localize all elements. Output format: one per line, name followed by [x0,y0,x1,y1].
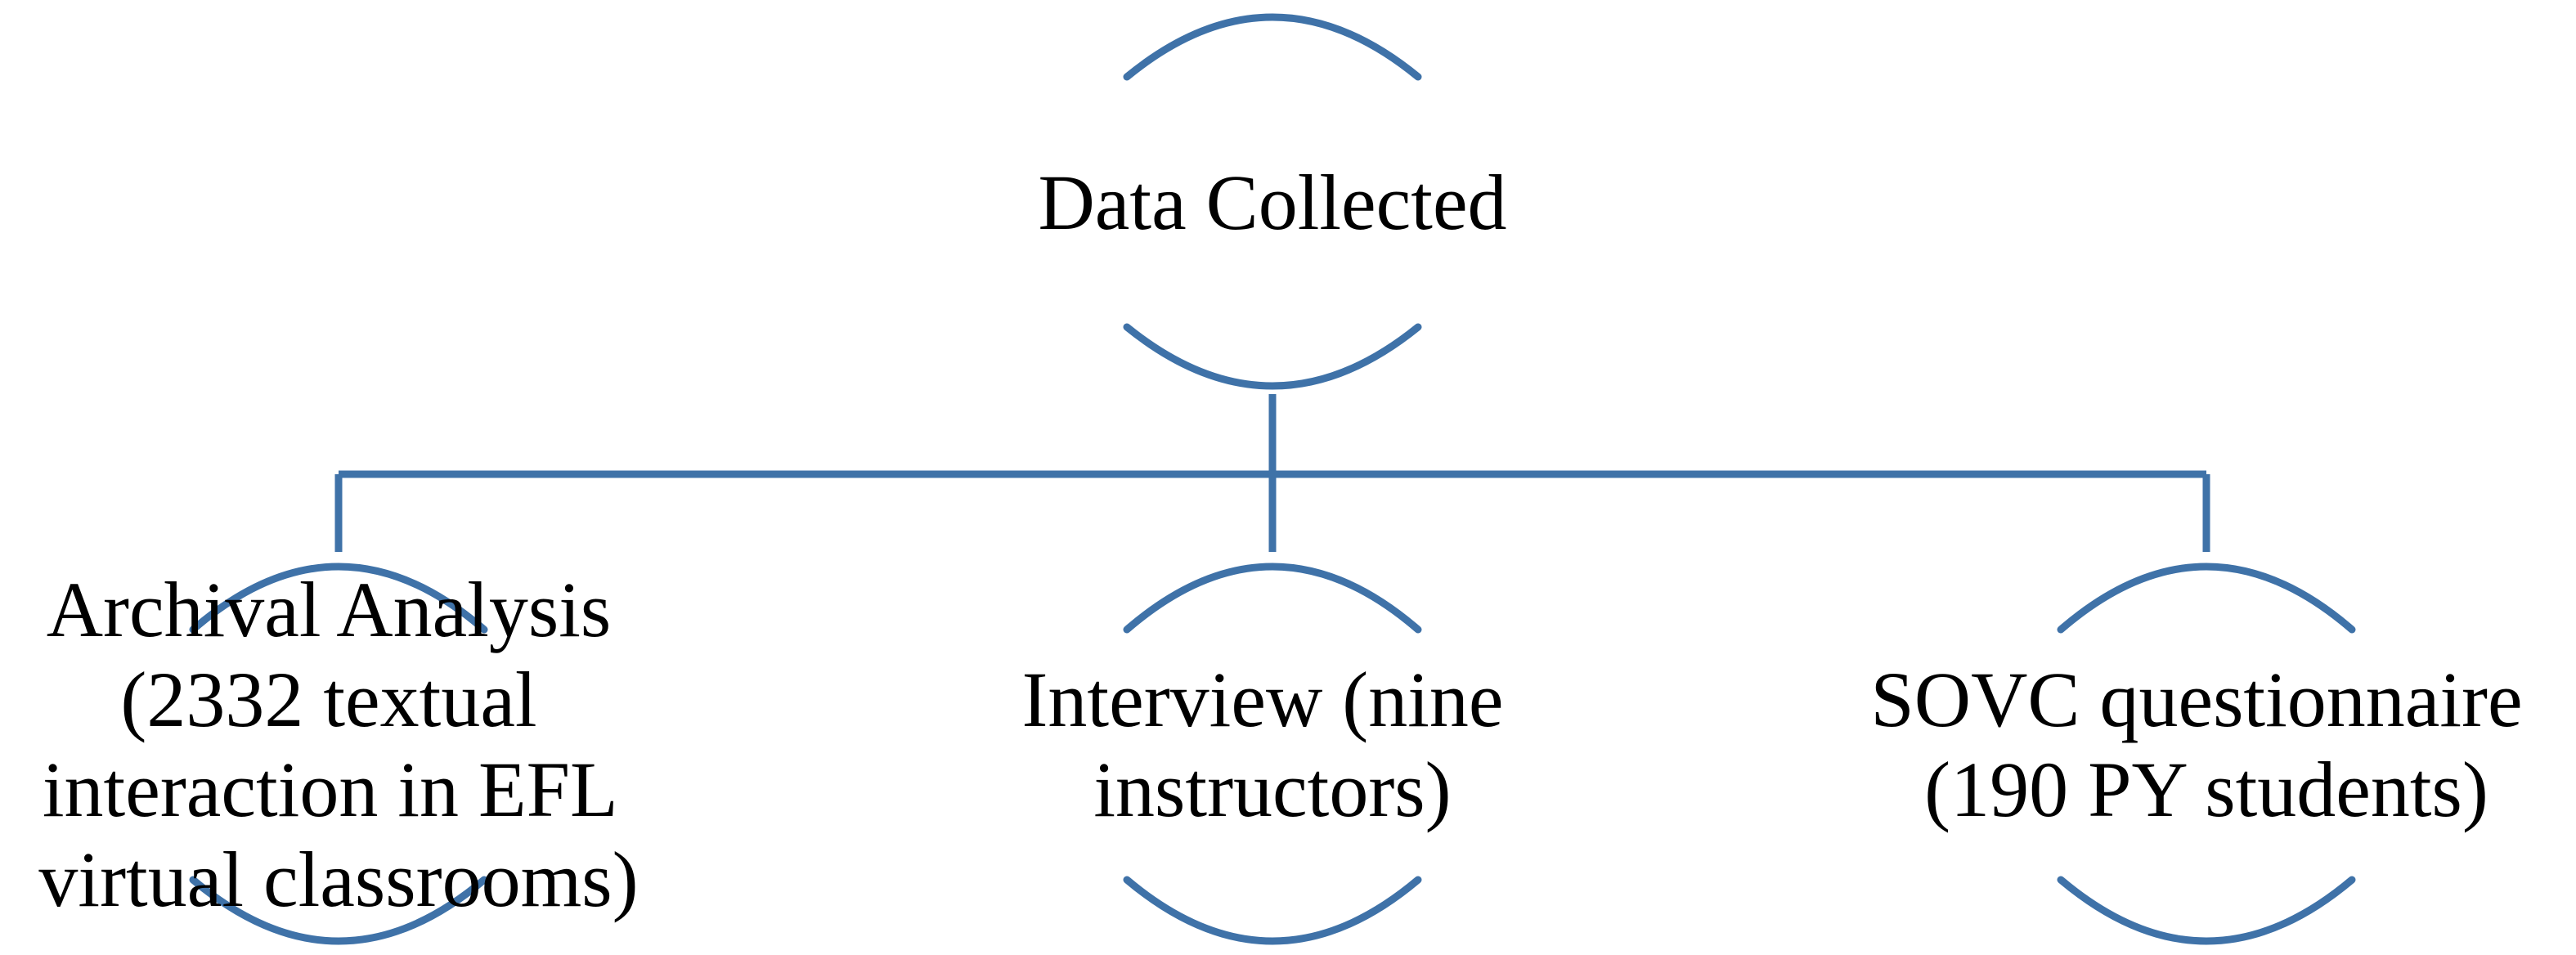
sovc-label: SOVC questionnaire (190 PY students) [1870,656,2542,833]
child-node-interview: Interview (nine instructors) [1021,563,1523,945]
sovc-line-2: (190 PY students) [1924,746,2488,833]
sovc-bottom-arc [2057,876,2356,945]
root-node-bottom-arc [1123,323,1422,390]
sovc-top-arc [2057,563,2356,634]
interview-top-arc [1123,563,1422,634]
root-node: Data Collected [1038,13,1507,390]
archival-label: Archival Analysis (2332 textual interact… [38,566,638,923]
archival-bottom-arc [189,876,488,945]
root-node-top-arc [1123,13,1422,81]
interview-bottom-arc [1123,876,1422,945]
root-node-label: Data Collected [1038,159,1506,246]
sovc-line-1: SOVC questionnaire [1870,656,2522,743]
child-node-archival: Archival Analysis (2332 textual interact… [38,563,639,945]
interview-line-2: instructors) [1093,746,1451,833]
archival-line-3: interaction in EFL [43,746,615,833]
interview-line-1: Interview (nine [1021,656,1503,743]
archival-line-1: Archival Analysis [47,566,612,653]
archival-top-arc [189,563,488,634]
connectors [334,394,2210,552]
archival-line-2: (2332 textual [120,656,536,743]
archival-line-4: virtual classrooms) [38,836,638,923]
root-node-line-1: Data Collected [1038,159,1506,246]
child-node-sovc: SOVC questionnaire (190 PY students) [1870,563,2542,945]
interview-label: Interview (nine instructors) [1021,656,1523,833]
